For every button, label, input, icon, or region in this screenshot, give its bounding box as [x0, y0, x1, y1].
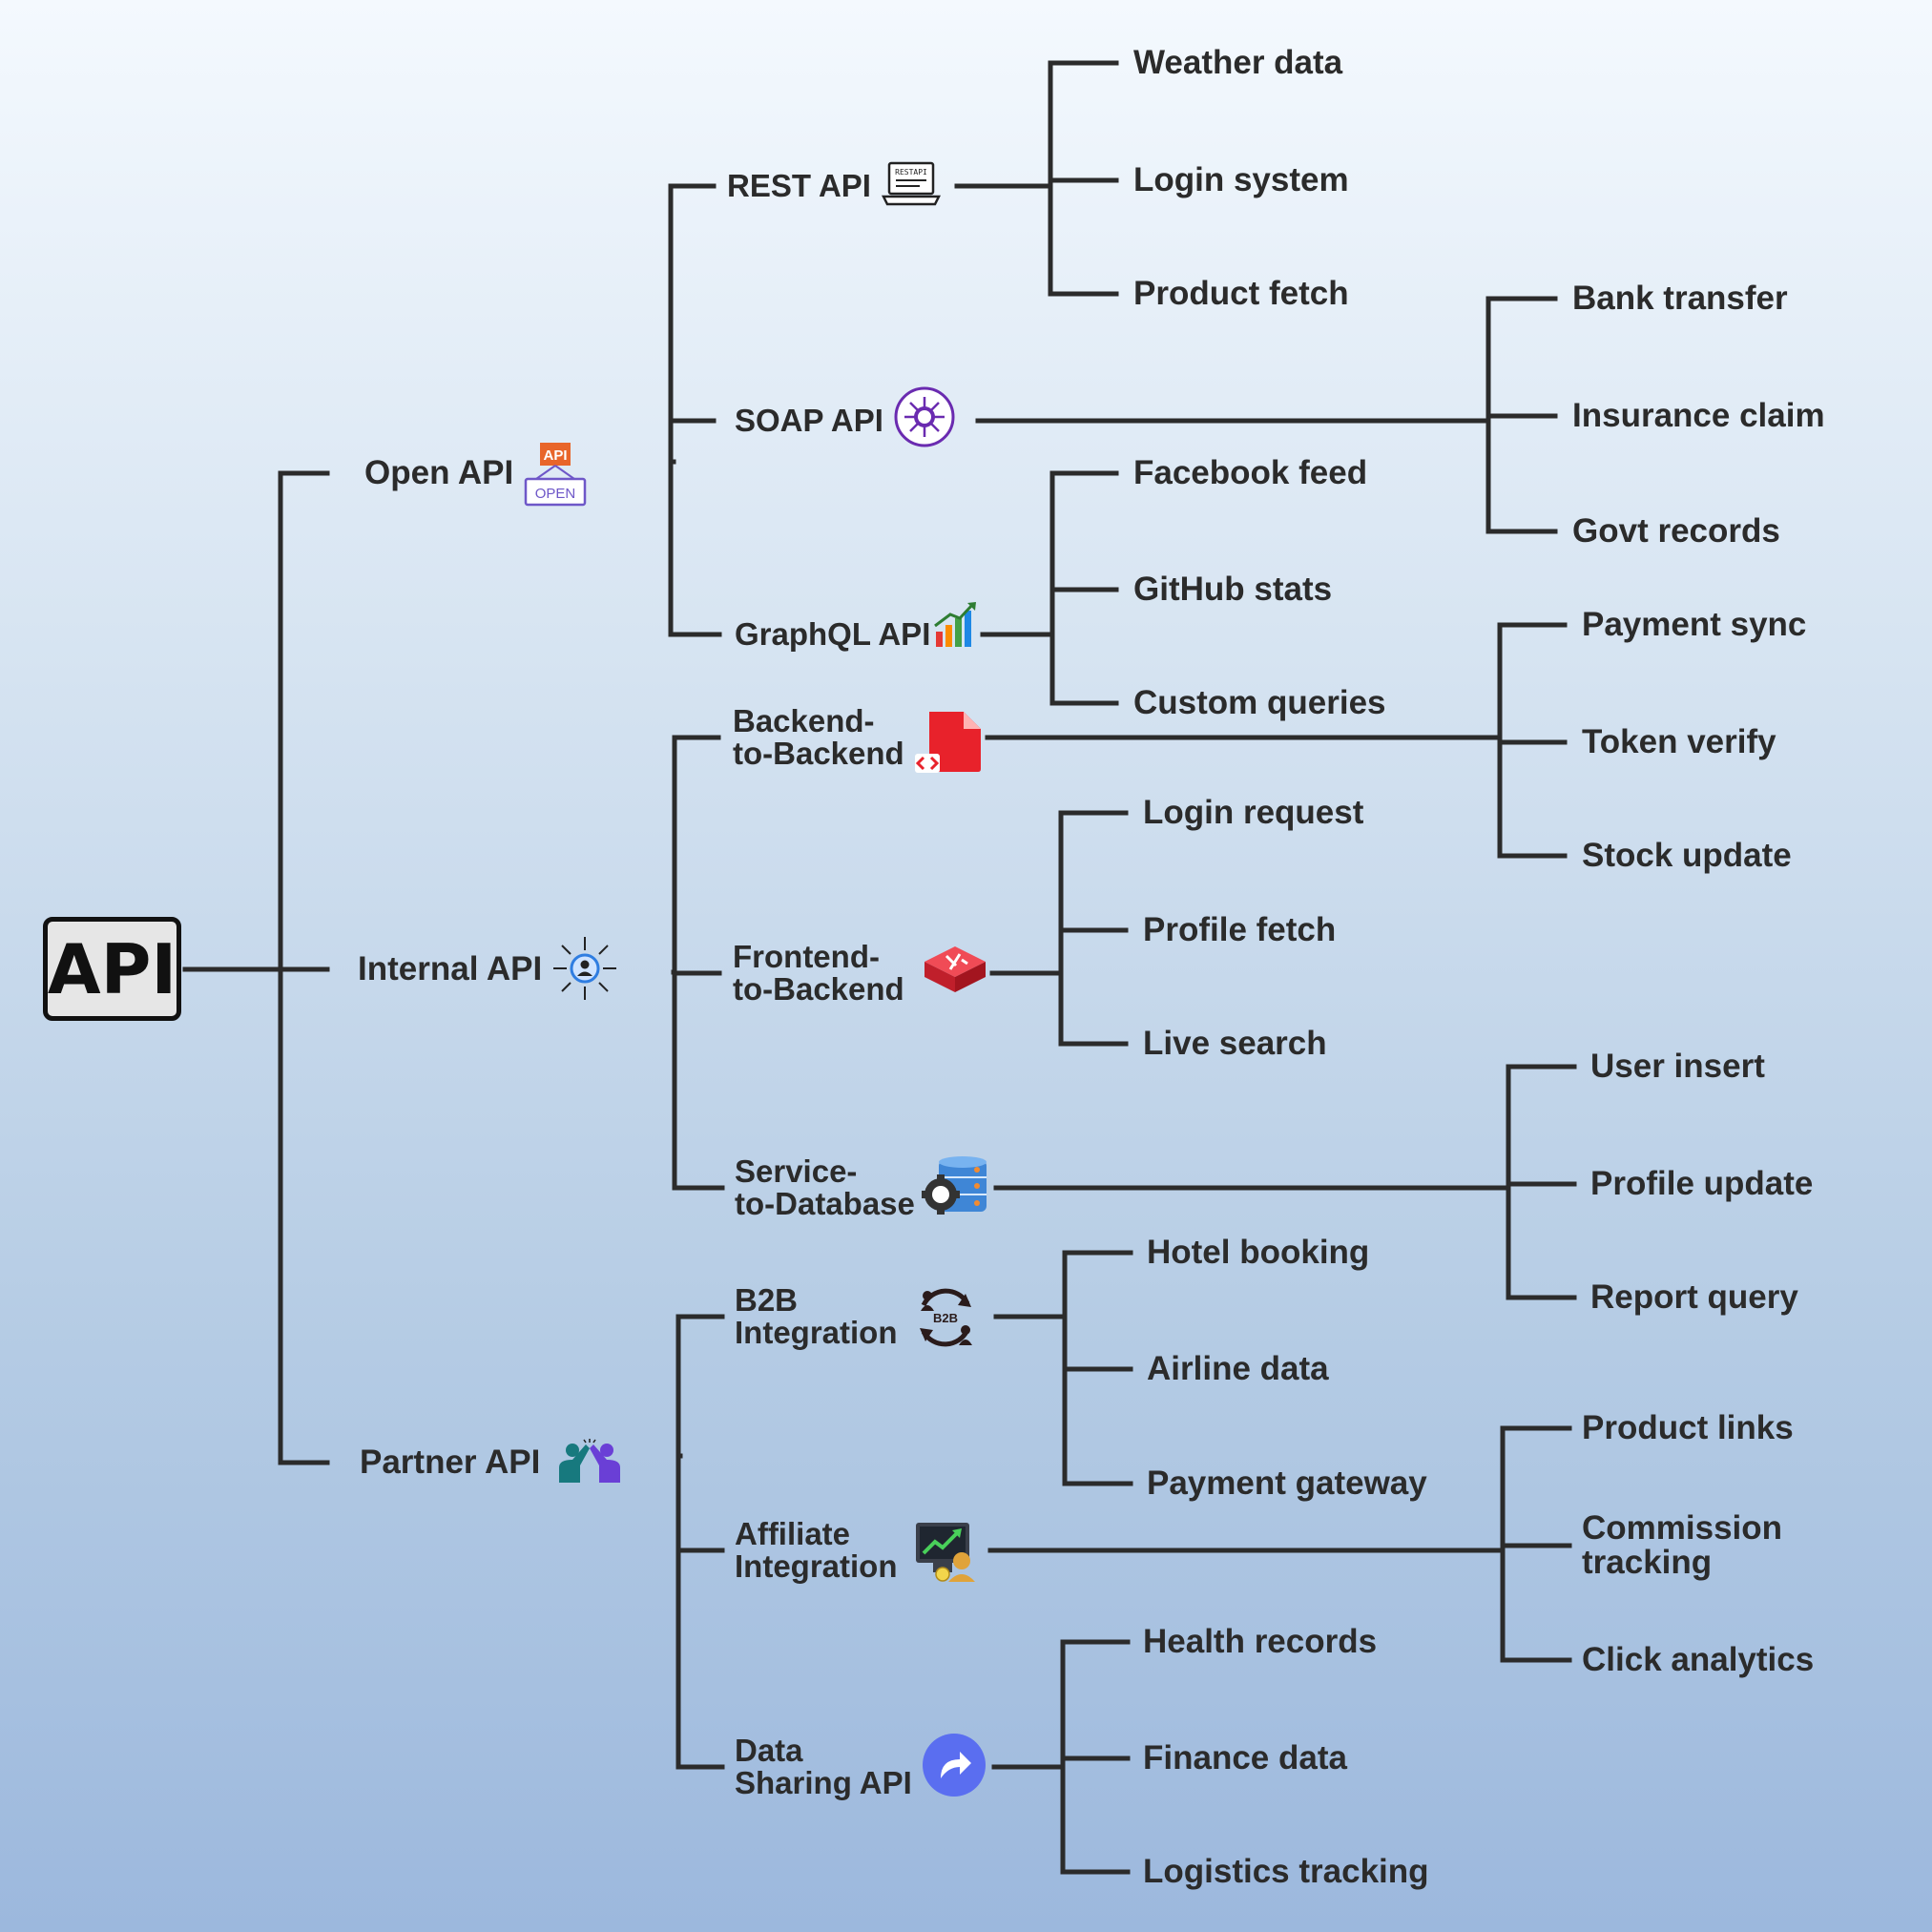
- leaf-label: Login system: [1133, 161, 1349, 198]
- svg-text:OPEN: OPEN: [535, 486, 576, 502]
- leaf-label: Logistics tracking: [1143, 1853, 1429, 1890]
- leaf-label: GitHub stats: [1133, 571, 1333, 608]
- category-label-1: Internal API: [358, 950, 543, 987]
- high-five-icon: [559, 1439, 620, 1483]
- leaf-label: Stock update: [1582, 837, 1792, 874]
- leaf-label: Govt records: [1572, 512, 1780, 550]
- open-sign-icon: API OPEN: [524, 443, 587, 507]
- leaf-label: Profile update: [1590, 1165, 1814, 1202]
- leaf-label: Weather data: [1133, 44, 1343, 81]
- api-cube-icon: [924, 946, 986, 992]
- leaf-label: Payment sync: [1582, 606, 1807, 643]
- svg-text:RESTAPI: RESTAPI: [895, 168, 927, 177]
- leaf-label: Hotel booking: [1147, 1234, 1370, 1271]
- leaf-label: Custom queries: [1133, 684, 1386, 721]
- subcategory-label-0-0: REST API: [727, 168, 871, 203]
- subcategory-label-0-2: GraphQL API: [735, 616, 931, 652]
- subcategory-label-1-0: Backend-to-Backend: [733, 703, 904, 771]
- leaf-label: Airline data: [1147, 1350, 1329, 1387]
- b2b-cycle-icon: B2B: [920, 1288, 972, 1347]
- user-network-icon: [553, 937, 616, 1000]
- leaf-label: Live search: [1143, 1025, 1327, 1062]
- leaf-label: Report query: [1590, 1278, 1798, 1316]
- leaf-label: Login request: [1143, 794, 1364, 831]
- database-gear-icon: [922, 1156, 987, 1215]
- subcategory-label-1-1: Frontend-to-Backend: [733, 939, 904, 1007]
- category-label-0: Open API: [364, 454, 514, 491]
- category-label-2: Partner API: [360, 1444, 541, 1481]
- subcategory-label-0-1: SOAP API: [735, 403, 883, 438]
- leaf-label: Profile fetch: [1143, 911, 1337, 948]
- leaf-label: Product fetch: [1133, 275, 1349, 312]
- rest-api-laptop-icon: RESTAPI: [882, 161, 941, 206]
- share-arrow-icon: [923, 1734, 986, 1797]
- leaf-label: Product links: [1582, 1409, 1794, 1446]
- growth-chart-icon: [934, 602, 976, 647]
- leaf-label: Insurance claim: [1572, 397, 1825, 434]
- leaf-label: Token verify: [1582, 723, 1776, 760]
- soap-bubble-icon: [894, 386, 955, 447]
- affiliate-monitor-icon: [916, 1523, 975, 1582]
- leaf-label: User insert: [1590, 1048, 1765, 1085]
- svg-text:API: API: [543, 447, 567, 464]
- leaf-label: Bank transfer: [1572, 280, 1788, 317]
- leaf-label: Finance data: [1143, 1739, 1347, 1776]
- svg-text:B2B: B2B: [933, 1311, 958, 1325]
- leaf-label: Click analytics: [1582, 1641, 1815, 1678]
- leaf-label: Health records: [1143, 1623, 1378, 1660]
- subcategory-label-1-2: Service-to-Database: [735, 1153, 915, 1221]
- root-node: API: [43, 917, 181, 1021]
- code-file-icon: [915, 712, 981, 773]
- leaf-label: Facebook feed: [1133, 454, 1368, 491]
- leaf-label: Payment gateway: [1147, 1465, 1427, 1502]
